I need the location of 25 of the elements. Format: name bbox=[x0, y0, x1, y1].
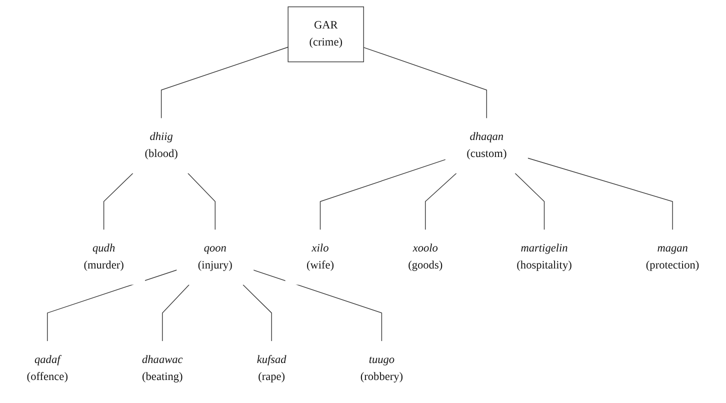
node-text: martigelin (hospitality) bbox=[516, 242, 572, 272]
connector bbox=[363, 47, 487, 119]
connector bbox=[162, 284, 190, 342]
connector bbox=[47, 270, 178, 342]
connector bbox=[528, 158, 673, 230]
node-text: xoolo (goods) bbox=[408, 242, 443, 272]
node-text: kufsad (rape) bbox=[256, 354, 286, 383]
node-box: GAR (crime) bbox=[288, 6, 364, 62]
connector bbox=[320, 159, 446, 230]
node-text: magan (protection) bbox=[646, 242, 700, 272]
node-text: xilo (wife) bbox=[306, 242, 334, 272]
connector bbox=[188, 172, 216, 230]
connector bbox=[253, 270, 382, 342]
node-text: qoon (injury) bbox=[198, 242, 232, 272]
node-text: dhaqan (custom) bbox=[466, 130, 507, 160]
node-text: dhiig (blood) bbox=[144, 130, 178, 160]
connector bbox=[242, 284, 272, 342]
node-text: qudh (murder) bbox=[84, 242, 124, 272]
node-text: qadaf (offence) bbox=[26, 354, 68, 383]
connector bbox=[514, 172, 545, 230]
connector bbox=[425, 172, 457, 230]
connector bbox=[160, 46, 288, 119]
connector bbox=[103, 172, 134, 230]
node-text: dhaawac (beating) bbox=[142, 354, 183, 383]
node-text: tuugo (robbery) bbox=[360, 354, 404, 383]
